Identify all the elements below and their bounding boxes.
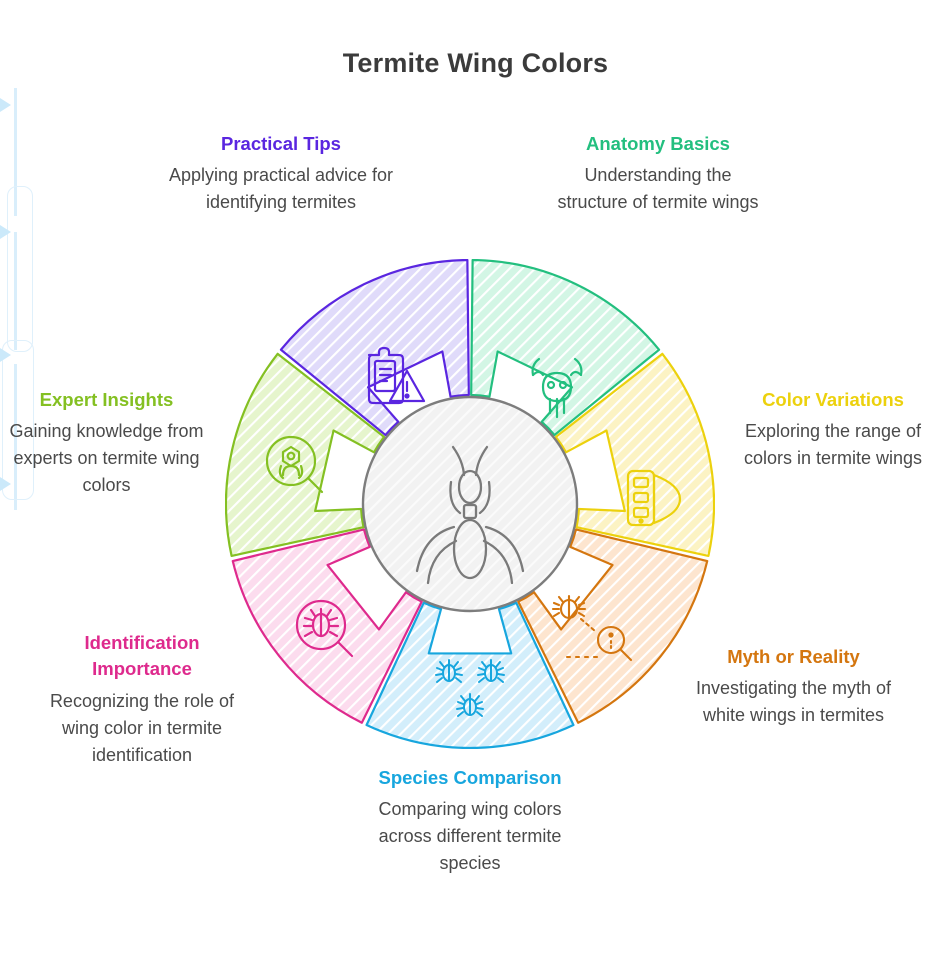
label-description: Recognizing the role of wing color in te…: [49, 690, 235, 765]
wheel-segment-identification[interactable]: [231, 528, 423, 724]
chevron-right-icon[interactable]: [0, 225, 11, 239]
label-species-comparison: Species Comparison Comparing wing colors…: [372, 765, 568, 877]
termite-head-icon: [531, 357, 583, 419]
bug-magnifier-icon: [295, 599, 354, 658]
label-description: Understanding the structure of termite w…: [557, 165, 759, 213]
label-title: Anatomy Basics: [586, 133, 730, 154]
three-termites-icon: [435, 659, 505, 717]
chevron-right-icon[interactable]: [0, 477, 11, 491]
wheel-segment-expert[interactable]: [225, 352, 386, 557]
label-expert-insights: Expert Insights Gaining knowledge from e…: [8, 387, 205, 499]
edge-rail-line: [14, 364, 17, 510]
label-myth-or-reality: Myth or Reality Investigating the myth o…: [690, 644, 897, 729]
label-title: Identification Importance: [84, 632, 200, 680]
page-title: Termite Wing Colors: [342, 48, 609, 78]
ant-icon: [415, 445, 525, 585]
color-swatch-fan-icon: [626, 469, 682, 527]
wheel-segment-practical[interactable]: [279, 259, 470, 437]
edge-rail-line: [14, 88, 17, 216]
wheel-segment-color-variations[interactable]: [554, 352, 715, 557]
label-description: Gaining knowledge from experts on termit…: [9, 421, 204, 496]
chevron-right-icon[interactable]: [0, 98, 11, 112]
label-title: Species Comparison: [378, 767, 562, 788]
label-anatomy-basics: Anatomy Basics Understanding the structu…: [547, 131, 769, 216]
chevron-right-icon[interactable]: [0, 348, 11, 362]
label-title: Myth or Reality: [727, 646, 860, 667]
label-color-variations: Color Variations Exploring the range of …: [723, 387, 943, 472]
label-practical-tips: Practical Tips Applying practical advice…: [168, 131, 394, 216]
expert-magnifier-icon: [265, 435, 324, 494]
edge-panel-outline: [7, 186, 33, 352]
segmented-donut-chart: [225, 259, 715, 749]
edge-rail-line: [14, 232, 17, 350]
wheel-segment-species[interactable]: [365, 601, 575, 749]
bug-trail-magnifier-icon: [551, 594, 633, 662]
label-identification-importance: Identification Importance Recognizing th…: [42, 630, 242, 769]
label-title: Color Variations: [762, 389, 904, 410]
label-title: Expert Insights: [39, 389, 174, 410]
label-description: Exploring the range of colors in termite…: [743, 421, 923, 469]
label-title: Practical Tips: [221, 133, 341, 154]
edge-panel-outline: [2, 340, 34, 500]
clipboard-warning-icon: [367, 346, 426, 405]
label-description: Comparing wing colors across different t…: [378, 799, 562, 874]
label-description: Applying practical advice for identifyin…: [168, 165, 394, 213]
wheel-segment-anatomy[interactable]: [470, 259, 661, 437]
label-description: Investigating the myth of white wings in…: [695, 678, 892, 726]
